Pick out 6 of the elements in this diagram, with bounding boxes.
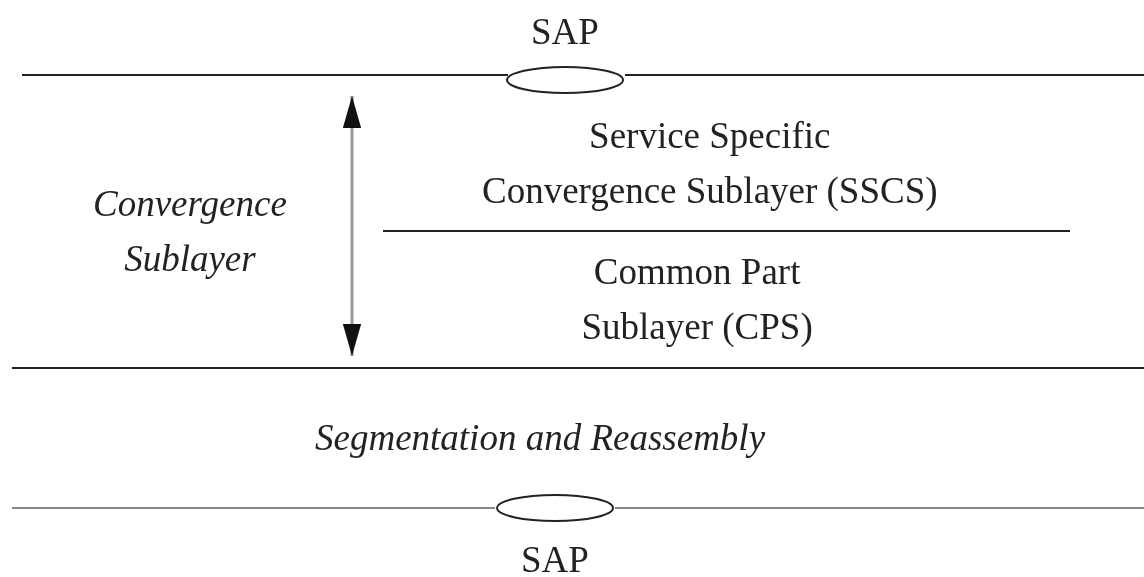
sublayer-label: Common Part Sublayer (CPS) — [581, 250, 813, 349]
sublayer-label: Service Specific Convergence Sublayer (SSCS) — [482, 114, 938, 213]
access-point-label: SAP — [520, 538, 590, 577]
layer-label: Segmentation and Reassembly — [315, 416, 766, 460]
sublayer-label: Convergence Sublayer — [93, 182, 287, 281]
access-point-label: SAP — [530, 10, 600, 54]
